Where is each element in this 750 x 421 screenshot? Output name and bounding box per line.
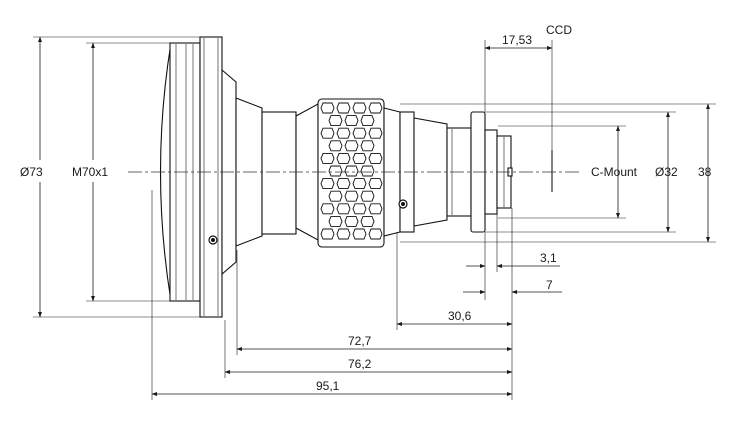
- ccd-label: CCD: [546, 23, 572, 37]
- dim-ccd-distance-text: 17,53: [502, 33, 532, 47]
- grip-knurl: [320, 102, 383, 240]
- dim-95-1: 95,1: [151, 190, 513, 400]
- dim-thread: M70x1: [72, 42, 170, 302]
- dim-7-text: 7: [546, 278, 553, 292]
- dim-72-7-text: 72,7: [348, 334, 372, 348]
- dim-front-diameter: Ø73: [20, 36, 200, 318]
- dim-3-1-text: 3,1: [540, 251, 557, 265]
- dim-76-2: 76,2: [224, 320, 513, 378]
- dim-7: 7: [463, 208, 562, 300]
- dim-front-diameter-text: Ø73: [20, 165, 43, 179]
- dim-height-38-text: 38: [698, 165, 712, 179]
- dim-95-1-text: 95,1: [316, 379, 340, 393]
- dim-30-6-text: 30,6: [448, 309, 472, 323]
- c-mount-label: C-Mount: [591, 165, 638, 179]
- dim-mount-diameter-text: Ø32: [655, 165, 678, 179]
- lens-body: [128, 36, 580, 318]
- dim-30-6: 30,6: [396, 232, 513, 400]
- dim-76-2-text: 76,2: [348, 357, 372, 371]
- dim-3-1: 3,1: [466, 214, 560, 272]
- dim-ccd-distance: 17,53: [484, 33, 553, 150]
- dim-72-7: 72,7: [236, 250, 513, 355]
- dim-mount-diameter: C-Mount Ø32: [498, 125, 678, 219]
- thread-label: M70x1: [72, 165, 108, 179]
- dim-height-38: 38: [400, 103, 716, 243]
